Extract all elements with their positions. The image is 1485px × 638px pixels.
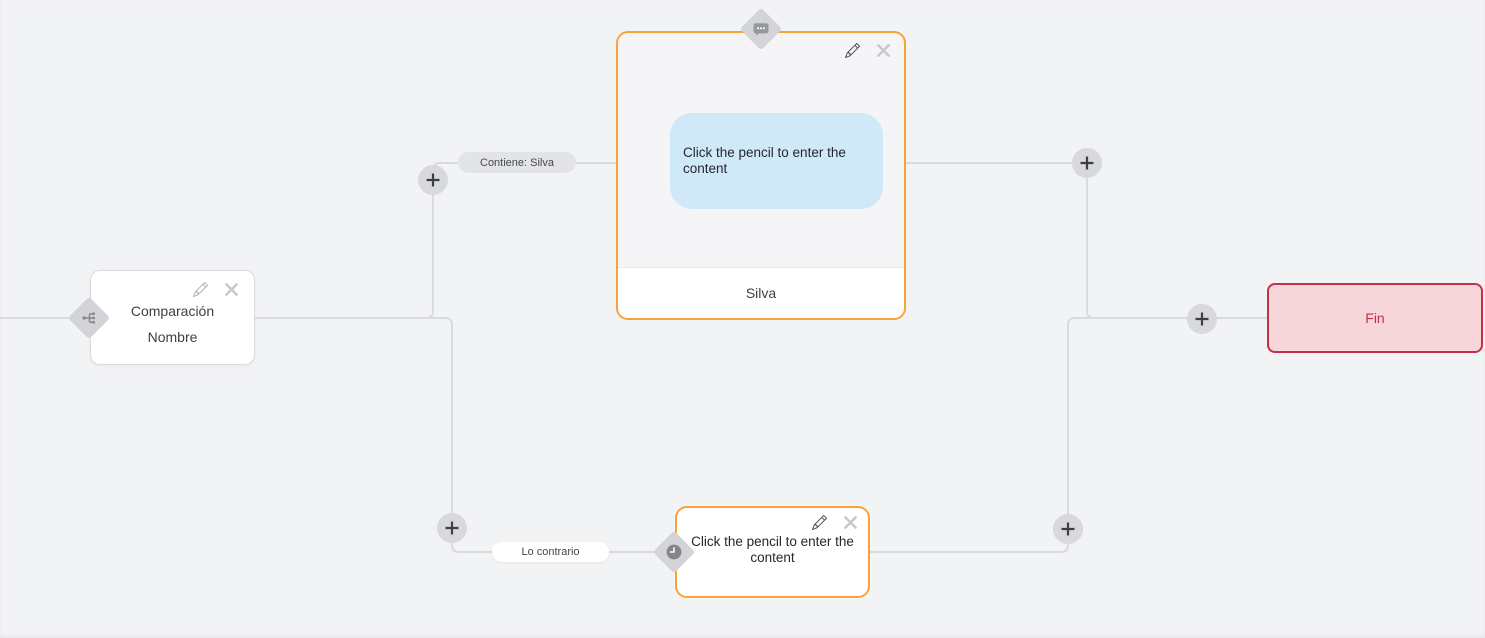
edge-label-lo-contrario[interactable]: Lo contrario: [492, 542, 609, 562]
branch-icon: [80, 309, 98, 327]
plus-icon: [426, 173, 440, 187]
end-node-label: Fin: [1365, 310, 1385, 326]
message-bubble: Click the pencil to enter the content: [670, 113, 883, 209]
chat-bubble-icon: [752, 20, 770, 38]
add-node-button-top-left[interactable]: [418, 165, 448, 195]
message-bubble-text: Click the pencil to enter the content: [683, 144, 846, 176]
delay-type-badge: [652, 530, 696, 574]
delay-node-text: Click the pencil to enter the content: [691, 534, 854, 566]
edge-message-to-end: [905, 162, 1268, 319]
end-node[interactable]: Fin: [1267, 283, 1483, 353]
edge-label-contiene-silva[interactable]: Contiene: Silva: [458, 152, 576, 173]
condition-type-badge: [67, 296, 111, 340]
message-node-actions: [845, 43, 891, 58]
add-node-button-before-end[interactable]: [1187, 304, 1217, 334]
message-type-badge: [739, 7, 783, 51]
close-icon[interactable]: [843, 515, 858, 530]
clock-icon: [665, 543, 683, 561]
pencil-icon[interactable]: [193, 282, 208, 297]
plus-icon: [1080, 156, 1094, 170]
add-node-button-bottom-right[interactable]: [1053, 514, 1083, 544]
edge-delay-to-end: [869, 317, 1268, 553]
condition-title-line1: Comparación: [130, 303, 215, 319]
pencil-icon[interactable]: [845, 43, 860, 58]
message-footer: Silva: [618, 267, 904, 318]
close-icon[interactable]: [224, 282, 239, 297]
plus-icon: [1061, 522, 1075, 536]
plus-icon: [445, 521, 459, 535]
add-node-button-top-right[interactable]: [1072, 148, 1102, 178]
delay-node-actions: [812, 515, 858, 530]
condition-title-line2: Nombre: [147, 329, 198, 345]
pencil-icon[interactable]: [812, 515, 827, 530]
plus-icon: [1195, 312, 1209, 326]
message-node[interactable]: Click the pencil to enter the content Si…: [616, 31, 906, 320]
message-footer-label: Silva: [745, 285, 777, 301]
delay-node[interactable]: Click the pencil to enter the content: [675, 506, 870, 598]
add-node-button-bottom-left[interactable]: [437, 513, 467, 543]
close-icon[interactable]: [876, 43, 891, 58]
condition-node-actions: [193, 282, 239, 297]
edge-condition-to-delay: [255, 317, 655, 553]
condition-node[interactable]: Comparación Nombre: [90, 270, 255, 365]
